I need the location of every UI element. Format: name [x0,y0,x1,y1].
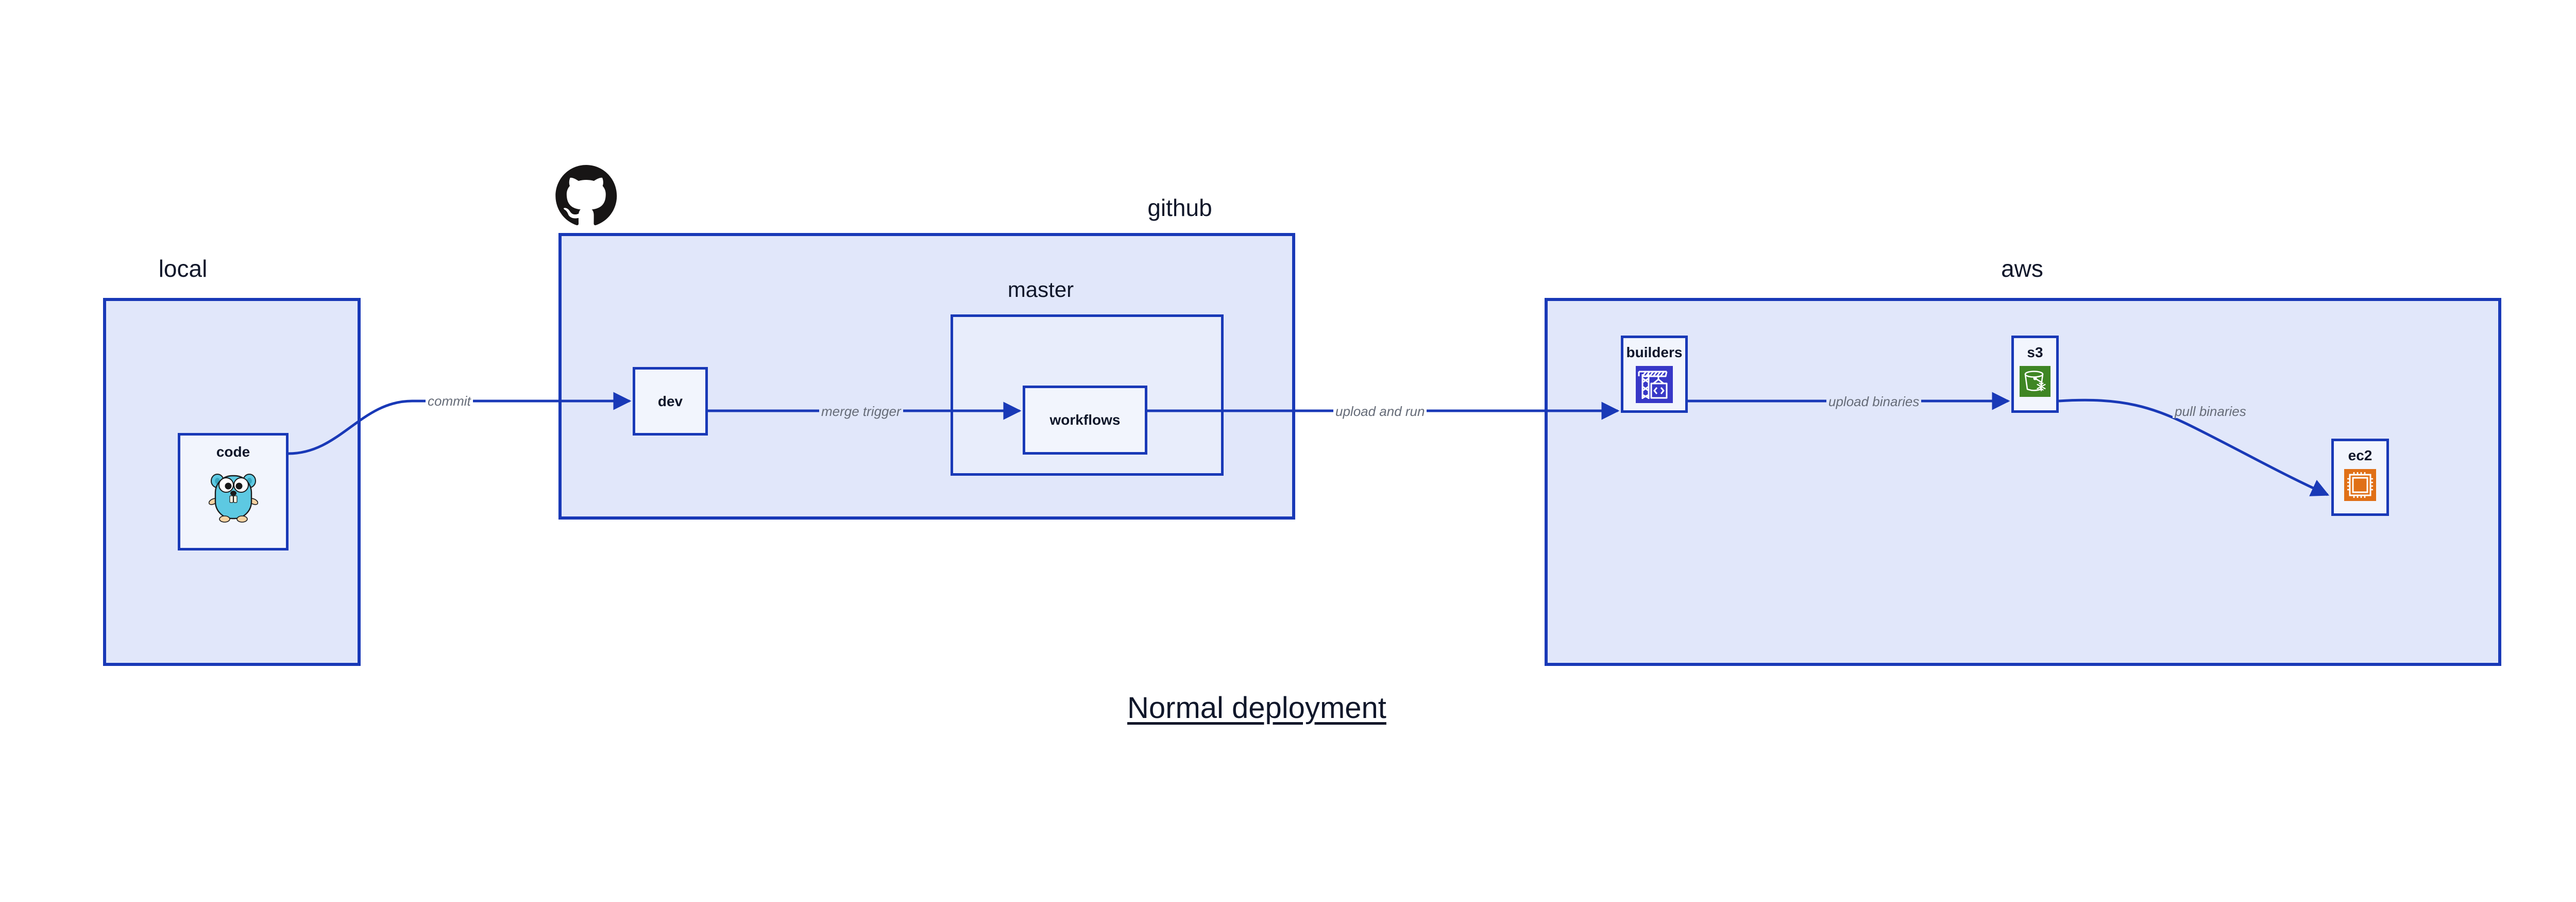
aws-crane-icon [1636,366,1673,406]
zone-label-aws: aws [2001,255,2043,282]
node-s3[interactable]: s3 [2011,336,2059,413]
node-dev[interactable]: dev [633,367,708,436]
node-builders-label: builders [1626,344,1683,360]
edge-label-commit: commit [426,394,473,408]
edge-label-pull-binaries: pull binaries [2173,405,2248,418]
go-gopher-icon [208,467,258,526]
aws-chip-icon [2344,469,2376,504]
zone-label-github: github [1147,194,1212,221]
github-octocat-icon [555,165,617,228]
node-s3-label: s3 [2027,344,2043,360]
edge-label-merge-trigger: merge trigger [819,405,903,418]
aws-bucket-icon [2020,366,2050,399]
node-workflows-label: workflows [1049,412,1121,428]
node-code-label: code [216,444,250,460]
node-workflows[interactable]: workflows [1023,386,1147,455]
zone-label-master: master [1007,277,1074,302]
node-ec2[interactable]: ec2 [2331,439,2389,516]
node-ec2-label: ec2 [2348,447,2372,463]
edge-label-upload-binaries: upload binaries [1826,395,1922,408]
node-dev-label: dev [657,393,683,409]
node-code[interactable]: code [178,433,289,550]
zone-label-local: local [158,255,208,282]
edge-label-upload-and-run: upload and run [1333,405,1427,418]
node-builders[interactable]: builders [1621,336,1688,413]
page-title: Normal deployment [1127,691,1386,725]
